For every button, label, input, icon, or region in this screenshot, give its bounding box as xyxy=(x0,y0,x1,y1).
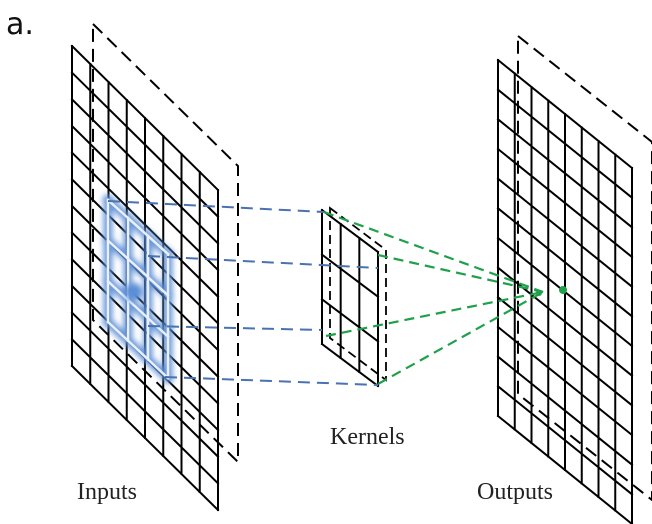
receptive-field-core-row-line xyxy=(106,320,170,380)
connection-lines xyxy=(107,200,567,386)
input-to-kernel-line xyxy=(147,255,379,269)
input-to-kernel-line xyxy=(164,376,379,386)
input-grid xyxy=(70,44,220,512)
outputs-label: Outputs xyxy=(477,479,553,505)
output-layer xyxy=(496,33,652,524)
kernel-to-output-line xyxy=(323,210,544,294)
kernel-to-output-line xyxy=(325,290,544,338)
panel-label: a. xyxy=(6,7,34,42)
kernel-grid-row-line xyxy=(320,297,380,343)
receptive-field-center-dot xyxy=(125,283,143,301)
kernel-grid-row-line xyxy=(320,253,380,299)
kernel-grid-row-line xyxy=(320,342,380,388)
input-layer xyxy=(70,21,239,512)
input-to-kernel-line xyxy=(107,200,325,213)
inputs-label: Inputs xyxy=(77,479,137,505)
input-back-sheet xyxy=(92,21,239,465)
kernel-layer xyxy=(320,206,387,388)
kernels-label: Kernels xyxy=(330,424,405,450)
receptive-field-core-row-line xyxy=(106,279,170,339)
output-point-marker xyxy=(536,290,542,296)
kernel-grid xyxy=(320,208,380,388)
kernel-to-output-line xyxy=(377,253,544,294)
receptive-field-core-row-line xyxy=(106,198,170,256)
output-point xyxy=(559,286,567,294)
receptive-field-highlight xyxy=(101,193,175,385)
kernel-grid-row-line xyxy=(320,208,380,254)
receptive-field-core-row-line xyxy=(106,238,170,298)
input-to-kernel-line xyxy=(147,325,323,331)
